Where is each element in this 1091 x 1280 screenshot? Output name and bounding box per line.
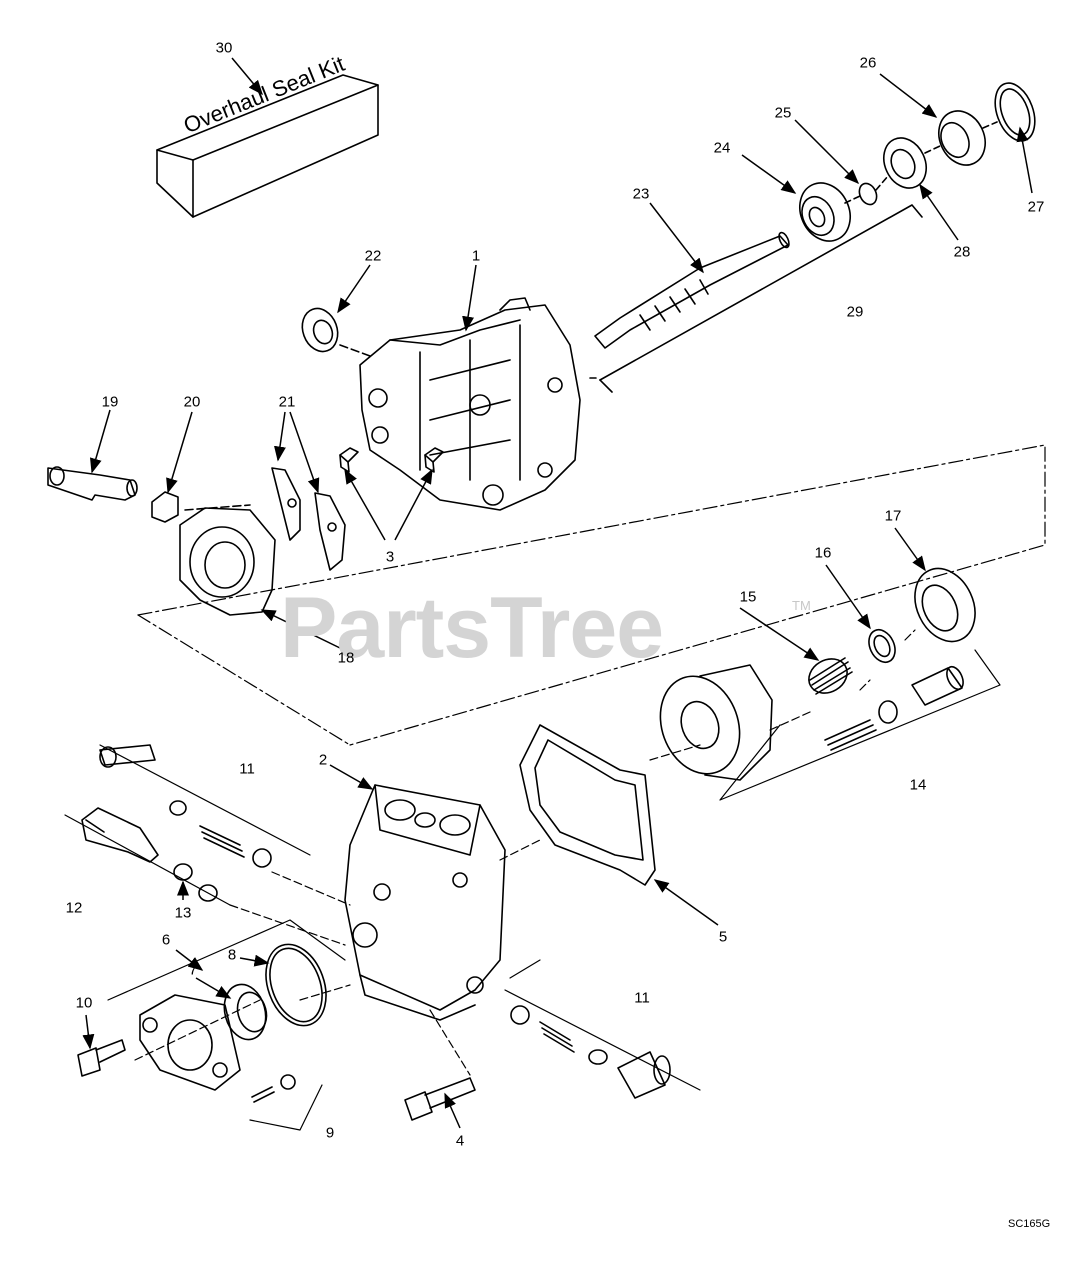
part-3-pins <box>339 447 444 473</box>
part-11-lower-valve <box>504 959 701 1099</box>
callout-8: 8 <box>227 946 237 964</box>
overhaul-seal-kit-box <box>156 74 379 218</box>
callout-1: 1 <box>471 247 481 265</box>
callout-30: 30 <box>215 39 233 57</box>
part-20-block <box>151 491 179 523</box>
leader-arrows <box>82 57 1033 1129</box>
callout-24: 24 <box>713 139 731 157</box>
callout-6: 6 <box>161 931 171 949</box>
callout-23: 23 <box>632 185 650 203</box>
callout-27: 27 <box>1027 198 1045 216</box>
part-4-bolt <box>404 1077 476 1121</box>
part-28-washer <box>883 137 927 189</box>
cylinder-block <box>659 664 773 781</box>
callout-14: 14 <box>909 776 927 794</box>
callout-3: 3 <box>385 548 395 566</box>
part-1-housing <box>359 297 581 511</box>
callout-22: 22 <box>364 247 382 265</box>
callout-28: 28 <box>953 243 971 261</box>
part-25-retaining-ring <box>858 182 878 206</box>
callout-5: 5 <box>718 928 728 946</box>
callout-20: 20 <box>183 393 201 411</box>
part-18-swashplate <box>179 507 276 616</box>
part-17-bearing <box>914 567 976 643</box>
callout-13: 13 <box>174 904 192 922</box>
callout-9: 9 <box>325 1124 335 1142</box>
part-10-bolt <box>77 1039 126 1077</box>
part-11-upper-valve <box>64 744 311 906</box>
part-9-spring-ball <box>251 1074 296 1103</box>
callout-2: 2 <box>318 751 328 769</box>
kit-label: Overhaul Seal Kit <box>180 50 349 139</box>
callout-4: 4 <box>455 1132 465 1150</box>
part-22-seal <box>301 307 339 353</box>
callout-11-lower: 11 <box>634 989 650 1007</box>
part-6-cover <box>139 994 241 1091</box>
callout-10: 10 <box>75 994 93 1012</box>
part-14-piston-kit <box>824 665 964 751</box>
part-15-spring <box>808 657 853 695</box>
part-7-gerotor <box>223 983 268 1041</box>
drawing-code: SC165G <box>1008 1218 1051 1230</box>
kit-label-area: Overhaul Seal Kit <box>150 51 390 225</box>
callout-21: 21 <box>278 393 296 411</box>
callout-16: 16 <box>814 544 832 562</box>
part-13-rings <box>173 863 218 902</box>
part-2-end-cap <box>344 784 506 1021</box>
callout-15: 15 <box>739 588 757 606</box>
part-12-relief-valve <box>81 807 159 863</box>
part-26-seal <box>938 110 986 166</box>
callout-29: 29 <box>846 303 864 321</box>
callout-11-upper: 11 <box>239 760 255 778</box>
part-24-bearing <box>799 182 851 242</box>
callout-19: 19 <box>101 393 119 411</box>
callout-7: 7 <box>188 961 198 979</box>
part-5-gasket <box>519 724 656 886</box>
part-16-ring <box>868 628 896 664</box>
watermark-trademark: TM <box>792 598 811 613</box>
part-8-o-ring <box>265 943 327 1027</box>
callout-17: 17 <box>884 507 902 525</box>
callout-26: 26 <box>859 54 877 72</box>
part-23-shaft <box>594 231 790 349</box>
callout-25: 25 <box>774 104 792 122</box>
callout-18: 18 <box>337 649 355 667</box>
callout-12: 12 <box>65 899 83 917</box>
watermark: PartsTree <box>280 580 664 676</box>
part-27-ring <box>994 82 1036 142</box>
part-19-lever <box>47 466 138 501</box>
part-21-liners <box>271 467 346 571</box>
